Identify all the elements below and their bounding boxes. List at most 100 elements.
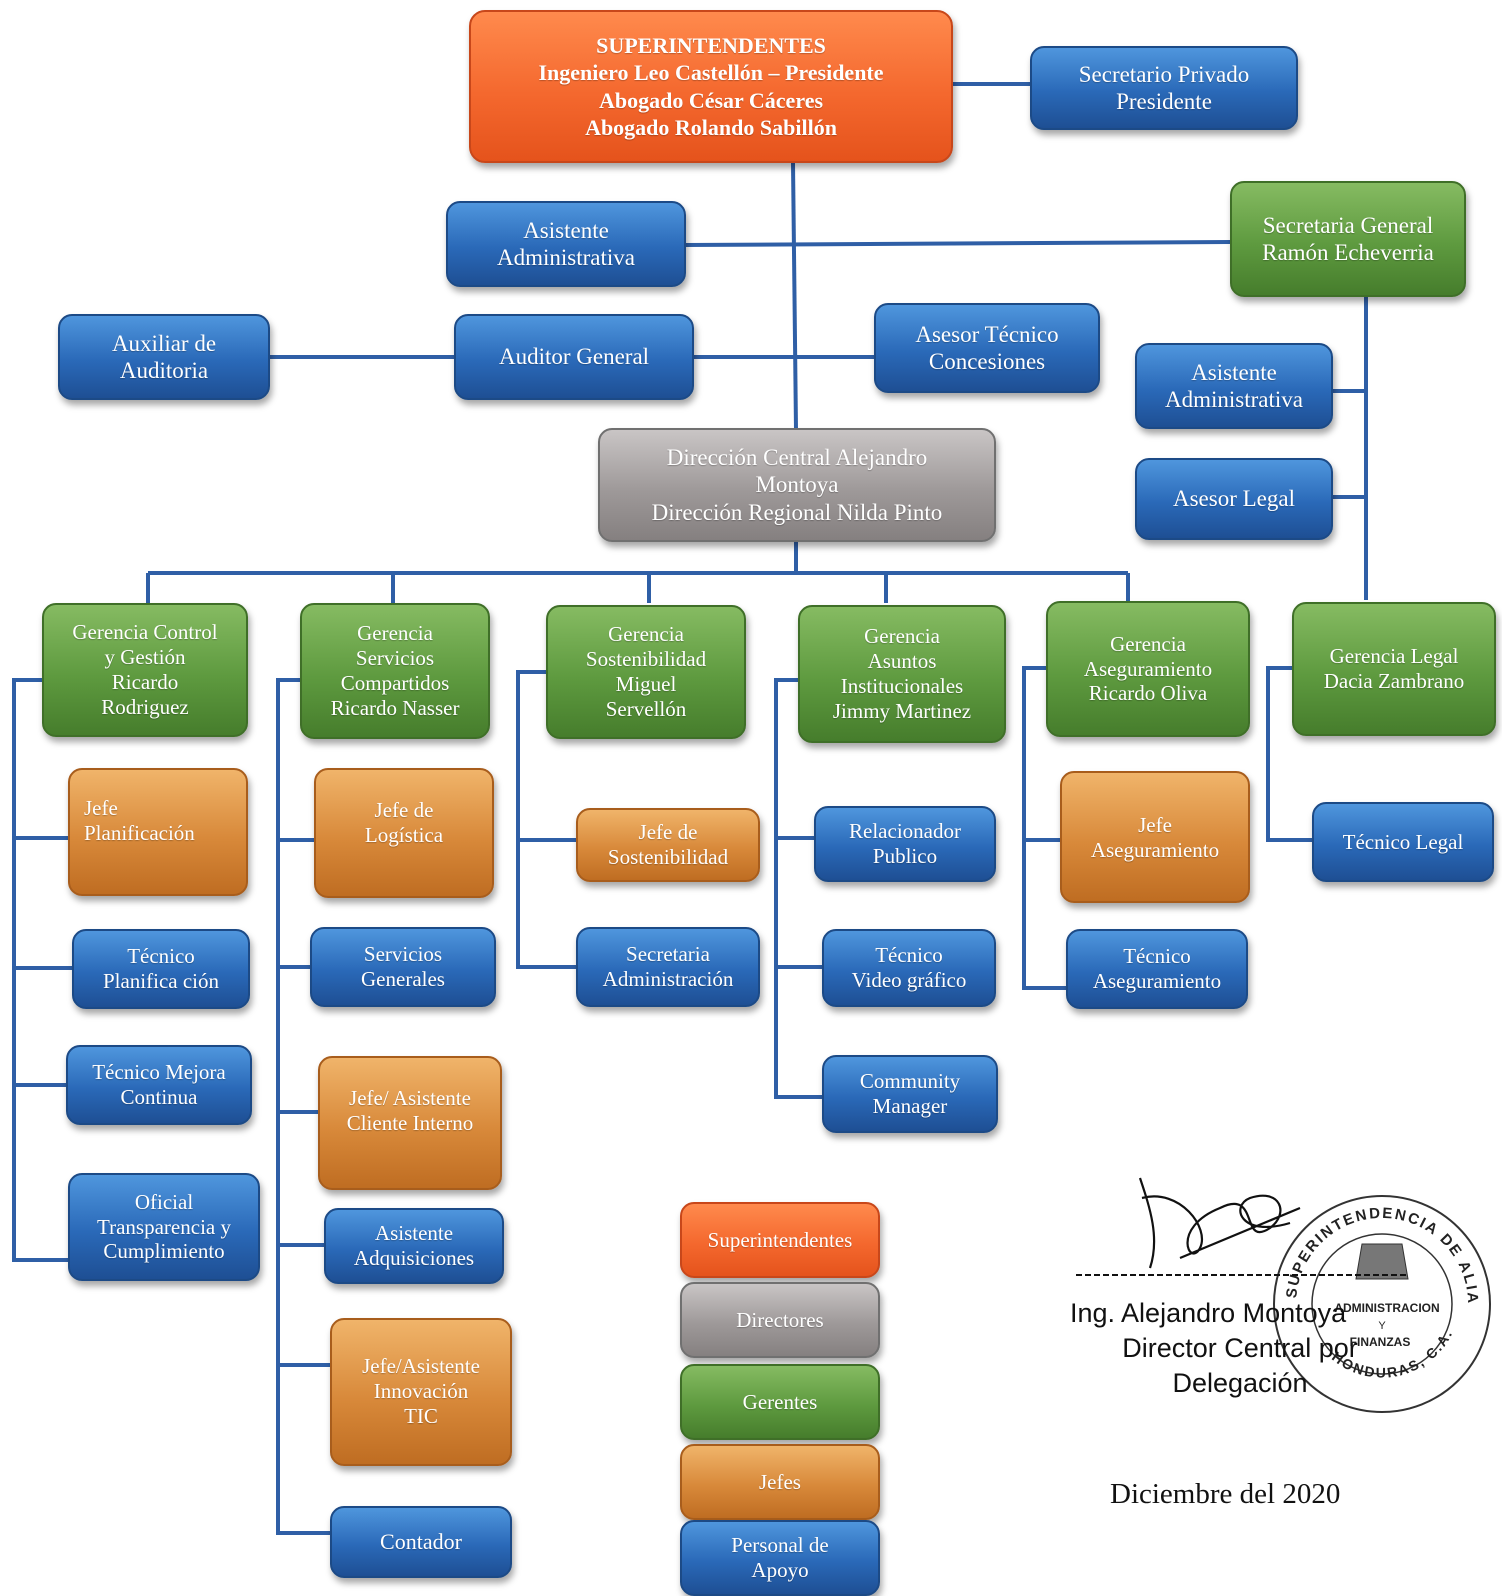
legend-superintendentes: Superintendentes (680, 1202, 880, 1278)
jefe-logistica-line2: Logística (364, 822, 444, 847)
superintendente-sabillon: Abogado Rolando Sabillón (585, 114, 837, 140)
jefe-planificacion-box: Jefe Planificación (68, 768, 248, 896)
tecnico-aseguramiento-line1: Técnico (1123, 944, 1191, 969)
asistente-adquisiciones-line2: Adquisiciones (353, 1246, 475, 1270)
legend-gerentes-label: Gerentes (742, 1389, 818, 1414)
asesor-tecnico-line2: Concesiones (928, 349, 1046, 374)
secretaria-general-line1: Secretaria General (1262, 212, 1434, 238)
asistente-top-line2: Administrativa (497, 245, 635, 270)
secretaria-admin-line2: Administración (602, 967, 734, 991)
gerencia-control-gestion-box: Gerencia Control y Gestión Ricardo Rodri… (42, 603, 248, 737)
legend-directores: Directores (680, 1282, 880, 1358)
asesor-legal-label: Asesor Legal (1173, 486, 1295, 512)
jefe-aseguramiento-line1: Jefe (1138, 813, 1172, 837)
community-line1: Community (859, 1069, 961, 1094)
signature-dashed-line (1076, 1274, 1406, 1276)
secretario-privado-box: Secretario Privado Presidente (1030, 46, 1298, 130)
secretario-privado-line2: Presidente (1116, 89, 1212, 114)
auditor-general-box: Auditor General (454, 314, 694, 400)
secretaria-admin-line1: Secretaria (626, 942, 710, 967)
oficial-transparencia-box: Oficial Transparencia y Cumplimiento (68, 1173, 260, 1281)
asesor-tecnico-line1: Asesor Técnico (915, 321, 1059, 347)
contador-box: Contador (330, 1506, 512, 1578)
jefe-logistica-box: Jefe de Logística (314, 768, 494, 898)
tecnico-video-line1: Técnico (875, 943, 943, 968)
gerencia-sostenibilidad-line2: Sostenibilidad (585, 647, 707, 672)
jefe-planificacion-line1: Jefe (84, 796, 118, 820)
auxiliar-auditoria-line1: Auxiliar de (111, 330, 217, 356)
jefe-sostenibilidad-line1: Jefe de (638, 820, 698, 845)
tecnico-legal-box: Técnico Legal (1312, 802, 1494, 882)
auxiliar-auditoria-line2: Auditoria (119, 358, 209, 383)
signature-block: Ing. Alejandro Montoya Director Central … (1070, 1296, 1410, 1401)
servicios-generales-line1: Servicios (363, 942, 443, 967)
relacionador-line2: Publico (872, 844, 938, 868)
legend-directores-label: Directores (736, 1307, 824, 1332)
auxiliar-auditoria-box: Auxiliar de Auditoria (58, 314, 270, 400)
relacionador-publico-box: Relacionador Publico (814, 806, 996, 882)
auditor-general-label: Auditor General (498, 344, 650, 370)
superintendente-caceres: Abogado César Cáceres (598, 87, 824, 113)
superintendentes-box: SUPERINTENDENTES Ingeniero Leo Castellón… (469, 10, 953, 163)
gerencia-asuntos-line3: Institucionales (840, 674, 964, 698)
asistente-adquisiciones-box: Asistente Adquisiciones (324, 1208, 504, 1284)
gerencia-servicios-line4: Ricardo Nasser (330, 695, 460, 720)
tecnico-mejora-continua-box: Técnico Mejora Continua (66, 1045, 252, 1125)
jefe-logistica-line1: Jefe de (374, 798, 434, 822)
tecnico-planificacion-line2: Planifica ción (102, 969, 220, 993)
gerencia-asuntos-line2: Asuntos (867, 649, 937, 674)
jefe-sostenibilidad-box: Jefe de Sostenibilidad (576, 808, 760, 882)
asistente-adquisiciones-line1: Asistente (374, 1221, 454, 1246)
gerencia-asuntos-institucionales-box: Gerencia Asuntos Institucionales Jimmy M… (798, 605, 1006, 743)
jefe-planificacion-line2: Planificación (84, 820, 195, 845)
secretario-privado-line1: Secretario Privado (1078, 61, 1250, 87)
asistente-administrativa-right-box: Asistente Administrativa (1135, 343, 1333, 429)
gerencia-control-line1: Gerencia Control (72, 620, 218, 645)
servicios-generales-box: Servicios Generales (310, 927, 496, 1007)
gerencia-sostenibilidad-line3: Miguel (615, 672, 677, 696)
gerencia-aseguramiento-line2: Aseguramiento (1083, 656, 1213, 681)
document-date: Diciembre del 2020 (1110, 1478, 1341, 1510)
gerencia-servicios-compartidos-box: Gerencia Servicios Compartidos Ricardo N… (300, 603, 490, 739)
gerencia-sostenibilidad-line4: Servellón (605, 696, 687, 721)
gerencia-legal-box: Gerencia Legal Dacia Zambrano (1292, 602, 1496, 736)
jefe-innovacion-line3: TIC (404, 1403, 438, 1428)
legend-personal-line2: Apoyo (751, 1558, 809, 1582)
gerencia-sostenibilidad-box: Gerencia Sostenibilidad Miguel Servellón (546, 605, 746, 739)
gerencia-aseguramiento-line3: Ricardo Oliva (1088, 681, 1208, 706)
tecnico-aseguramiento-line2: Aseguramiento (1092, 969, 1222, 993)
legend-superintendentes-label: Superintendentes (707, 1227, 853, 1252)
direccion-line2: Montoya (755, 472, 839, 498)
gerencia-sostenibilidad-line1: Gerencia (608, 622, 684, 647)
gerencia-aseguramiento-line1: Gerencia (1110, 631, 1186, 656)
gerencia-asuntos-line1: Gerencia (864, 624, 940, 649)
signer-title-line2: Delegación (1172, 1368, 1308, 1399)
tecnico-legal-label: Técnico Legal (1342, 829, 1464, 854)
jefe-cliente-interno-box: Jefe/ Asistente Cliente Interno (318, 1056, 502, 1190)
superintendente-presidente: Ingeniero Leo Castellón – Presidente (538, 60, 884, 86)
legend-jefes-label: Jefes (759, 1469, 801, 1494)
legend-jefes: Jefes (680, 1444, 880, 1520)
gerencia-servicios-line2: Servicios (355, 646, 435, 671)
oficial-line2: Transparencia y (97, 1214, 231, 1239)
contador-label: Contador (380, 1529, 462, 1555)
asesor-tecnico-concesiones-box: Asesor Técnico Concesiones (874, 303, 1100, 393)
tecnico-planificacion-line1: Técnico (127, 944, 195, 969)
gerencia-aseguramiento-box: Gerencia Aseguramiento Ricardo Oliva (1046, 601, 1250, 737)
legend-personal-apoyo: Personal de Apoyo (680, 1520, 880, 1596)
asesor-legal-box: Asesor Legal (1135, 458, 1333, 540)
jefe-cliente-line2: Cliente Interno (346, 1110, 474, 1135)
gerencia-servicios-line1: Gerencia (357, 621, 433, 646)
jefe-cliente-line1: Jefe/ Asistente (349, 1086, 471, 1110)
asistente-top-line1: Asistente (523, 217, 609, 243)
jefe-innovacion-line2: Innovación (373, 1378, 469, 1403)
signer-name: Ing. Alejandro Montoya (1070, 1298, 1347, 1328)
signer-title-line1: Director Central por (1122, 1333, 1358, 1364)
gerencia-asuntos-line4: Jimmy Martinez (832, 698, 972, 723)
svg-text:Y: Y (1378, 1320, 1386, 1332)
official-seal-stamp: SUPERINTENDENCIA DE ALIANZA PUBLICO PRIV… (1262, 1184, 1491, 1413)
gerencia-control-line2: y Gestión (104, 645, 186, 670)
tecnico-video-line2: Video gráfico (851, 968, 967, 992)
direccion-central-box: Dirección Central Alejandro Montoya Dire… (598, 428, 996, 542)
jefe-sostenibilidad-line2: Sostenibilidad (607, 845, 729, 869)
